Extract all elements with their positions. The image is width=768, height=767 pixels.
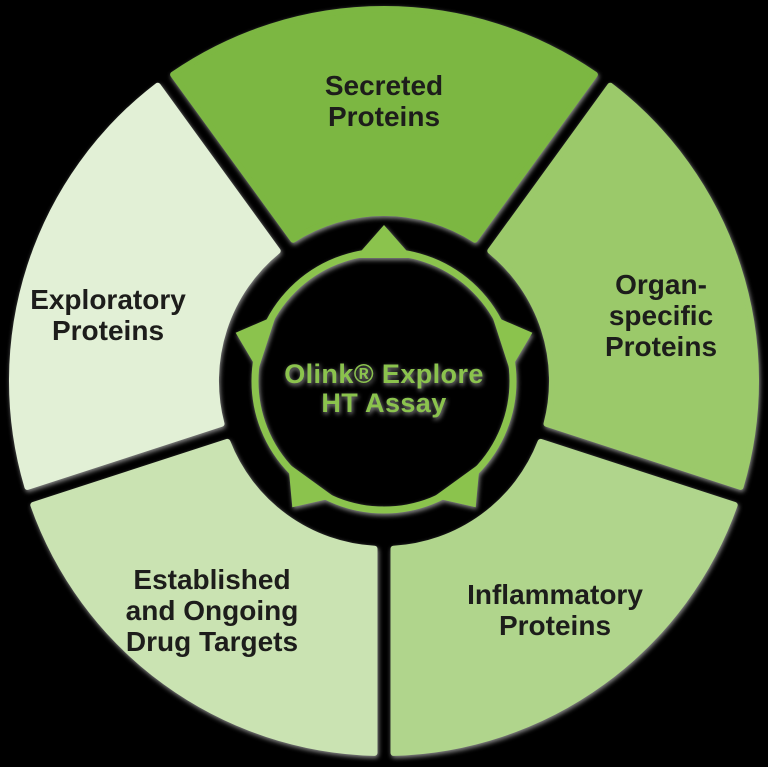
organ-specific-proteins-label-line: Organ- — [615, 269, 707, 300]
organ-specific-proteins-label-line: specific — [609, 300, 713, 331]
center-ring — [235, 225, 533, 514]
cycle-arrow-icon — [355, 225, 413, 258]
center-label-line: Olink® Explore — [284, 359, 484, 389]
exploratory-proteins-label-line: Exploratory — [30, 284, 186, 315]
inflammatory-proteins-wedge — [390, 438, 738, 756]
cycle-arrow-icon — [288, 463, 336, 508]
organ-specific-proteins-wedge — [487, 82, 759, 490]
inflammatory-proteins-label-line: Proteins — [499, 610, 611, 641]
cycle-arrow-icon — [492, 315, 533, 371]
established-and-ongoing-drug-targets-label-line: and Ongoing — [126, 595, 299, 626]
organ-specific-proteins-label-line: Proteins — [605, 331, 717, 362]
cycle-arrow-icon — [432, 463, 480, 508]
cycle-arrow-icon — [235, 315, 276, 371]
established-and-ongoing-drug-targets-label-line: Established — [133, 564, 290, 595]
center-label-line: HT Assay — [321, 388, 446, 418]
established-and-ongoing-drug-targets-wedge — [30, 438, 378, 756]
secreted-proteins-label-line: Secreted — [325, 70, 443, 101]
exploratory-proteins-label-line: Proteins — [52, 315, 164, 346]
secreted-proteins-label-line: Proteins — [328, 101, 440, 132]
inflammatory-proteins-label-line: Inflammatory — [467, 579, 643, 610]
exploratory-proteins-wedge — [9, 82, 281, 490]
established-and-ongoing-drug-targets-label-line: Drug Targets — [126, 626, 298, 657]
secreted-proteins-wedge — [170, 6, 598, 243]
